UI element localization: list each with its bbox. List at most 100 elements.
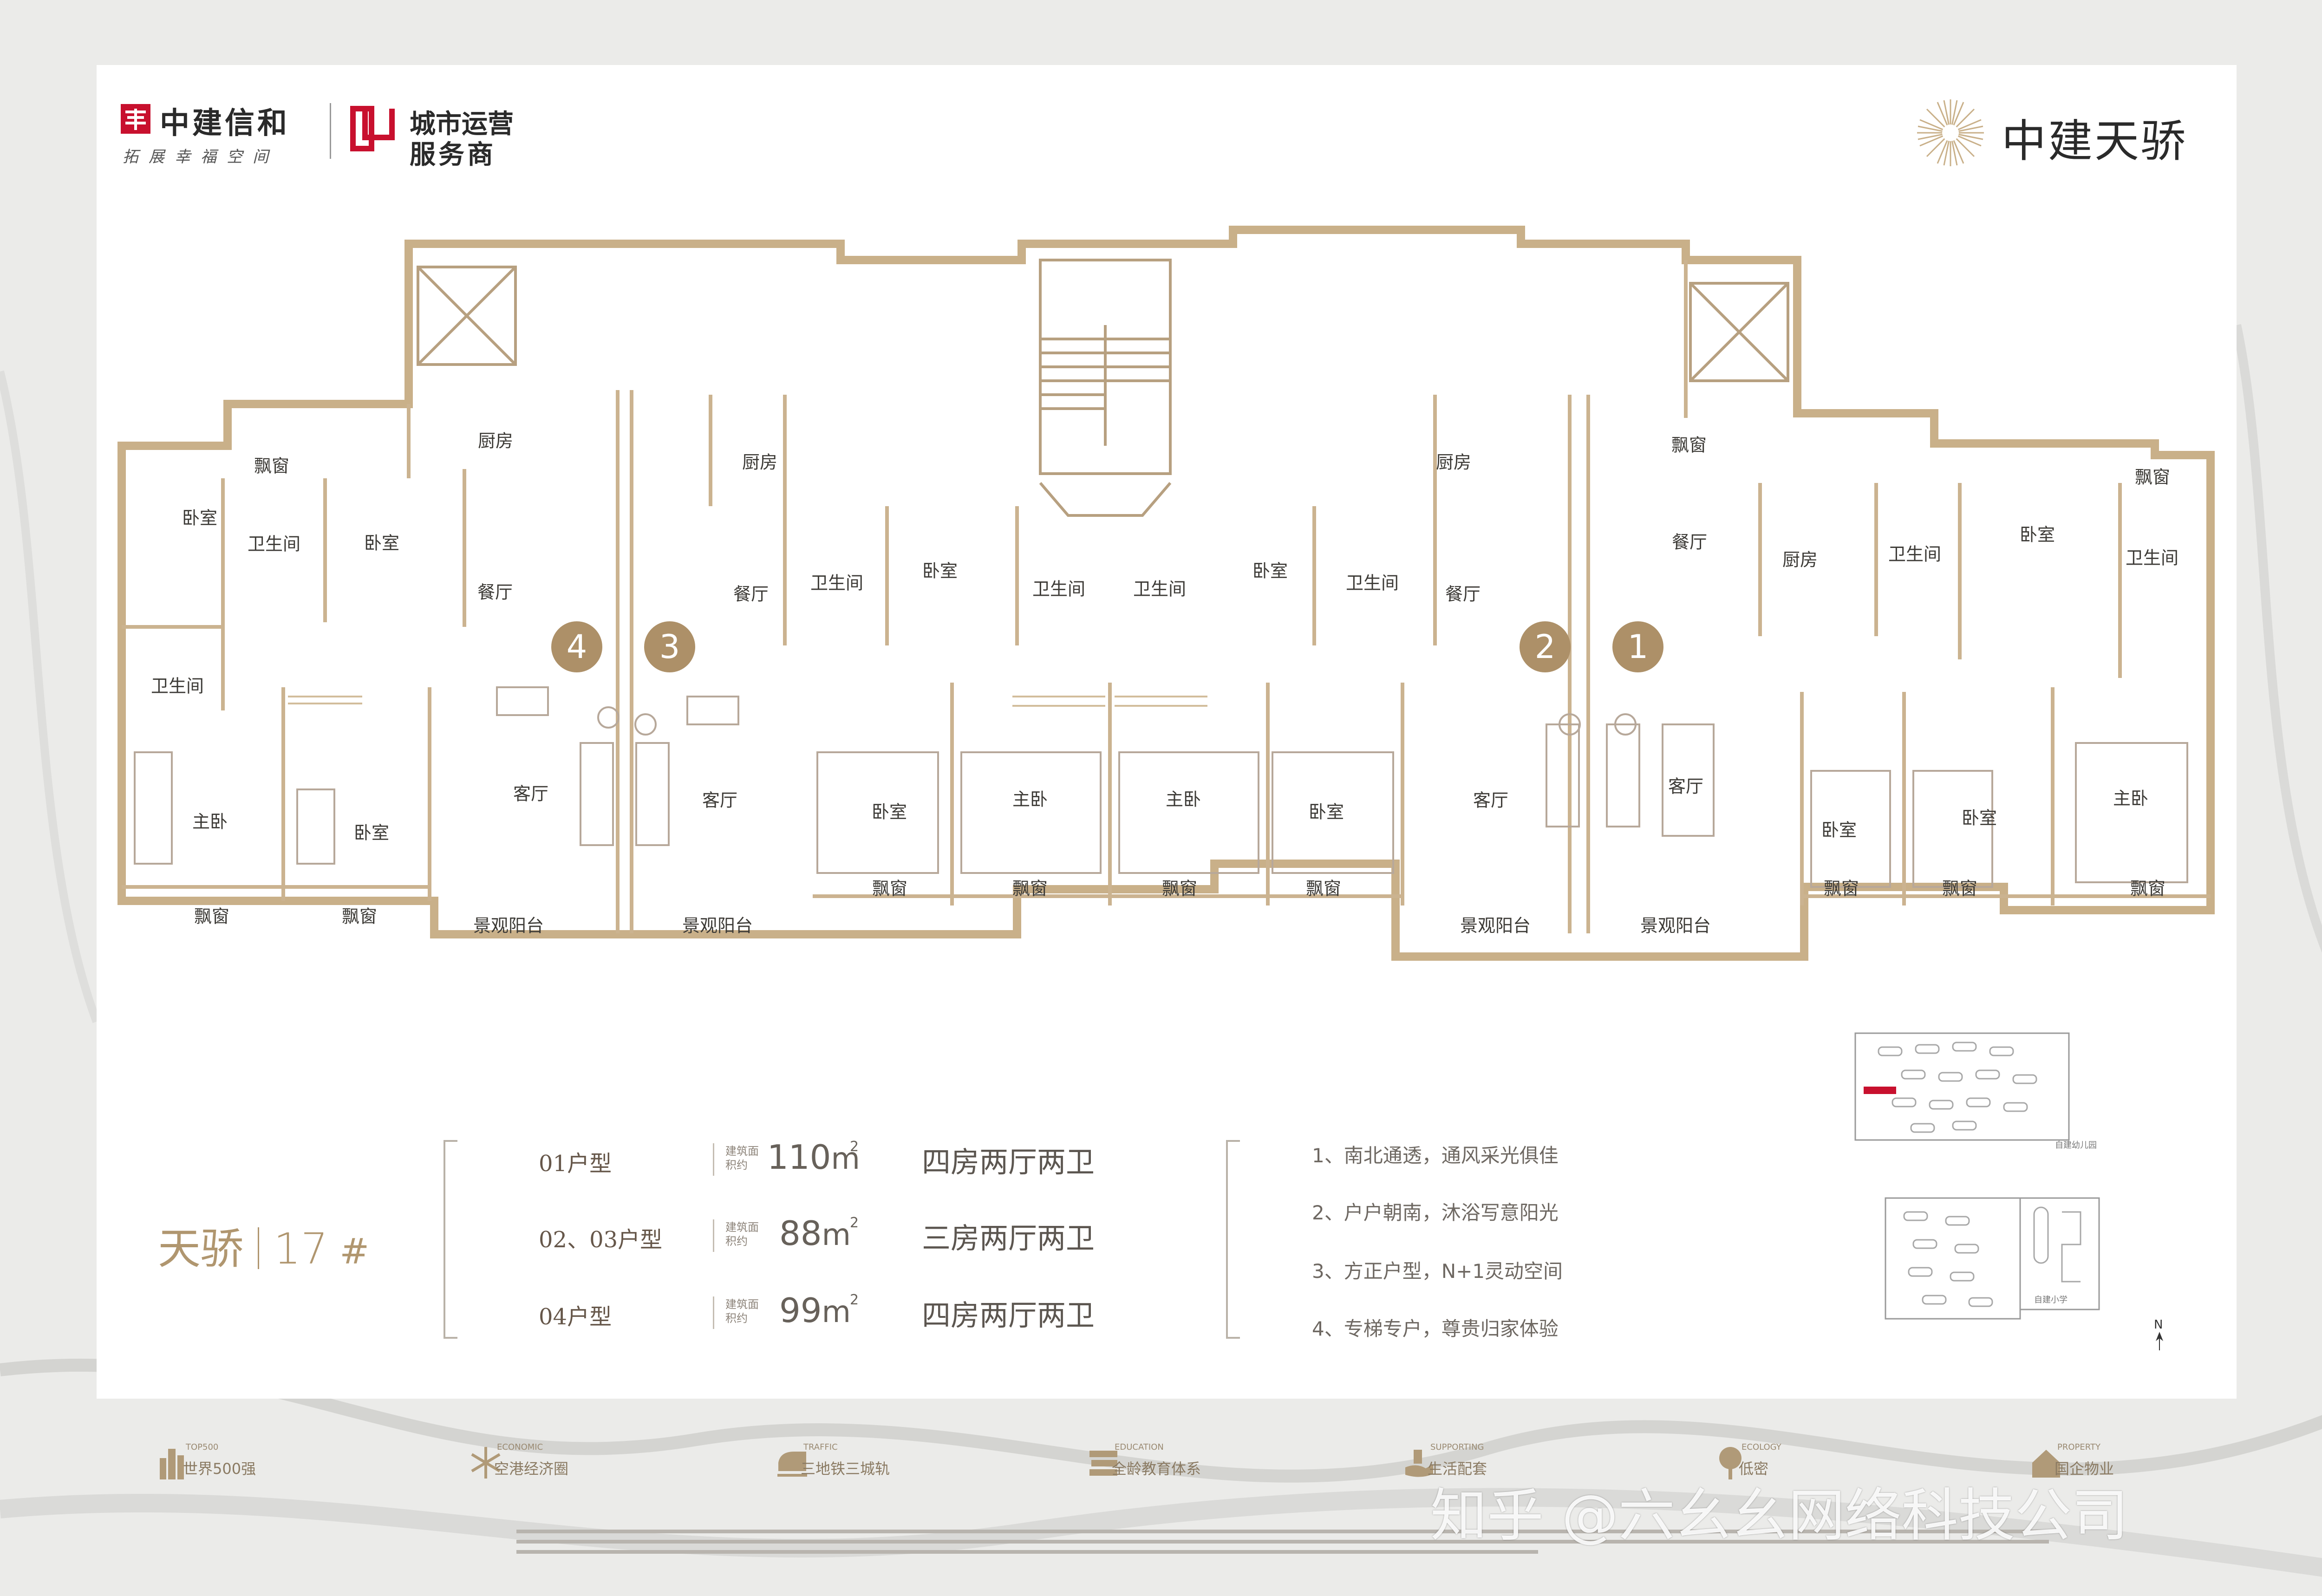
room-label: 飘窗 xyxy=(2130,878,2166,899)
footer-main-label: 世界500强 xyxy=(183,1460,256,1478)
site-plan-map xyxy=(1854,1032,2070,1141)
room-label: 卫生间 xyxy=(1133,579,1187,599)
north-label: N xyxy=(2154,1318,2163,1332)
room-label: 餐厅 xyxy=(1445,584,1481,605)
train-icon xyxy=(777,1452,807,1477)
footer-main-label: 全龄教育体系 xyxy=(1112,1460,1201,1478)
footer-main-label: 三地铁三城轨 xyxy=(801,1460,890,1478)
room-label: 卫生间 xyxy=(810,573,864,593)
footer-item: TOP500 世界500强 xyxy=(158,1442,307,1486)
spec-separator xyxy=(713,1143,714,1176)
footer-main-label: 低密 xyxy=(1739,1460,1769,1478)
room-label: 卫生间 xyxy=(1032,579,1086,599)
room-label: 卧室 xyxy=(1252,560,1288,581)
room-label: 主卧 xyxy=(192,811,228,832)
room-label: 飘窗 xyxy=(194,906,230,927)
building-name: 天骄 xyxy=(158,1224,244,1274)
room-label: 景观阳台 xyxy=(1460,915,1531,936)
unit-number-badge: 1 xyxy=(1612,621,1663,672)
footer-small-label: TRAFFIC xyxy=(803,1442,838,1452)
room-label: 主卧 xyxy=(1012,789,1048,810)
room-label: 卫生间 xyxy=(1888,544,1942,565)
spec-area-sup: 2 xyxy=(850,1215,859,1231)
spec-area-value: 110m xyxy=(767,1138,860,1177)
room-label: 卧室 xyxy=(1308,801,1344,822)
floorplan-drawing xyxy=(117,226,2215,961)
tree-icon xyxy=(1719,1447,1742,1479)
room-label: 飘窗 xyxy=(1012,878,1048,899)
snowflake-icon xyxy=(471,1447,501,1479)
spec-separator xyxy=(713,1296,714,1329)
building-number: 17 xyxy=(274,1224,328,1274)
school-label: 自建小学 xyxy=(2034,1295,2068,1305)
room-label: 客厅 xyxy=(702,790,738,811)
service-line2: 服务商 xyxy=(410,140,496,170)
room-label: 主卧 xyxy=(1165,789,1201,810)
spec-area-value: 99m xyxy=(779,1291,851,1330)
footer-small-label: ECOLOGY xyxy=(1742,1442,1781,1452)
project-logo: 中建天骄 xyxy=(1913,96,2211,175)
spec-area-sup: 2 xyxy=(850,1292,859,1308)
hand-icon xyxy=(1405,1450,1433,1477)
spec-bracket-left xyxy=(444,1140,457,1339)
spec-type: 04户型 xyxy=(539,1304,612,1330)
footer-item: SUPPORTING 生活配套 xyxy=(1402,1442,1551,1486)
room-label: 飘窗 xyxy=(1823,878,1859,899)
company-name: 中建信和 xyxy=(160,106,290,141)
room-label: 卧室 xyxy=(2019,524,2055,545)
room-label: 景观阳台 xyxy=(1640,915,1711,936)
room-label: 飘窗 xyxy=(1305,878,1342,899)
service-logo: 城市运营 服务商 xyxy=(349,100,544,170)
unit-number-badge: 4 xyxy=(551,621,602,672)
service-line1: 城市运营 xyxy=(410,109,514,139)
project-logo-text: 中建天骄 xyxy=(2002,115,2187,167)
room-label: 卧室 xyxy=(1821,820,1857,840)
room-label: 卧室 xyxy=(182,508,218,528)
footer-main-label: 生活配套 xyxy=(1428,1460,1487,1478)
company-logo: 中建信和 拓展幸福空间 xyxy=(121,99,316,169)
company-emblem-icon xyxy=(121,104,150,134)
footer-item: PROPERTY 国企物业 xyxy=(2029,1442,2178,1486)
feature-item: 2、户户朝南，沐浴写意阳光 xyxy=(1312,1201,1559,1224)
spec-layout: 四房两厅两卫 xyxy=(922,1145,1095,1179)
spec-separator xyxy=(713,1219,714,1252)
north-arrow-icon xyxy=(2156,1332,2163,1350)
footer-small-label: EDUCATION xyxy=(1115,1442,1164,1452)
building-divider xyxy=(258,1227,260,1269)
watermark: 知乎 @六幺幺网络科技公司 xyxy=(1430,1483,2128,1549)
footer-item: ECONOMIC 空港经济圈 xyxy=(469,1442,618,1486)
building-title: 天骄 17 # xyxy=(158,1214,369,1274)
header-divider xyxy=(330,103,331,159)
spec-area-value: 88m xyxy=(779,1214,851,1253)
company-slogan: 拓展幸福空间 xyxy=(123,148,279,166)
footer-small-label: ECONOMIC xyxy=(497,1442,543,1452)
room-label: 客厅 xyxy=(1668,776,1704,797)
room-label: 飘窗 xyxy=(1942,878,1978,899)
book-icon xyxy=(1089,1451,1117,1476)
room-label: 卧室 xyxy=(1961,808,1997,828)
key-icon xyxy=(2032,1450,2060,1478)
footer-item: ECOLOGY 低密 xyxy=(1714,1442,1862,1486)
room-label: 厨房 xyxy=(1435,452,1472,473)
site-plan-school xyxy=(1885,1197,2100,1320)
feature-item: 3、方正户型，N+1灵动空间 xyxy=(1312,1260,1563,1283)
room-label: 飘窗 xyxy=(872,878,908,899)
feature-item: 1、南北通透，通风采光俱佳 xyxy=(1312,1144,1559,1167)
spec-area-label: 建筑面积约 xyxy=(725,1298,759,1325)
room-label: 餐厅 xyxy=(1671,532,1708,553)
footer-item: EDUCATION 全龄教育体系 xyxy=(1087,1442,1235,1486)
room-label: 卫生间 xyxy=(2125,547,2179,568)
room-label: 卧室 xyxy=(922,560,958,581)
room-label: 飘窗 xyxy=(1671,435,1707,456)
footer-small-label: PROPERTY xyxy=(2057,1442,2100,1452)
room-label: 卧室 xyxy=(353,822,390,843)
room-label: 卧室 xyxy=(364,533,400,554)
building-icon xyxy=(160,1449,184,1479)
room-label: 餐厅 xyxy=(477,582,513,603)
room-label: 飘窗 xyxy=(341,906,378,927)
spec-area-label: 建筑面积约 xyxy=(725,1221,759,1248)
disclaimer-fine-print xyxy=(516,1530,2049,1554)
footer-small-label: SUPPORTING xyxy=(1430,1442,1484,1452)
spec-layout: 四房两厅两卫 xyxy=(922,1298,1095,1332)
room-label: 景观阳台 xyxy=(682,915,753,936)
